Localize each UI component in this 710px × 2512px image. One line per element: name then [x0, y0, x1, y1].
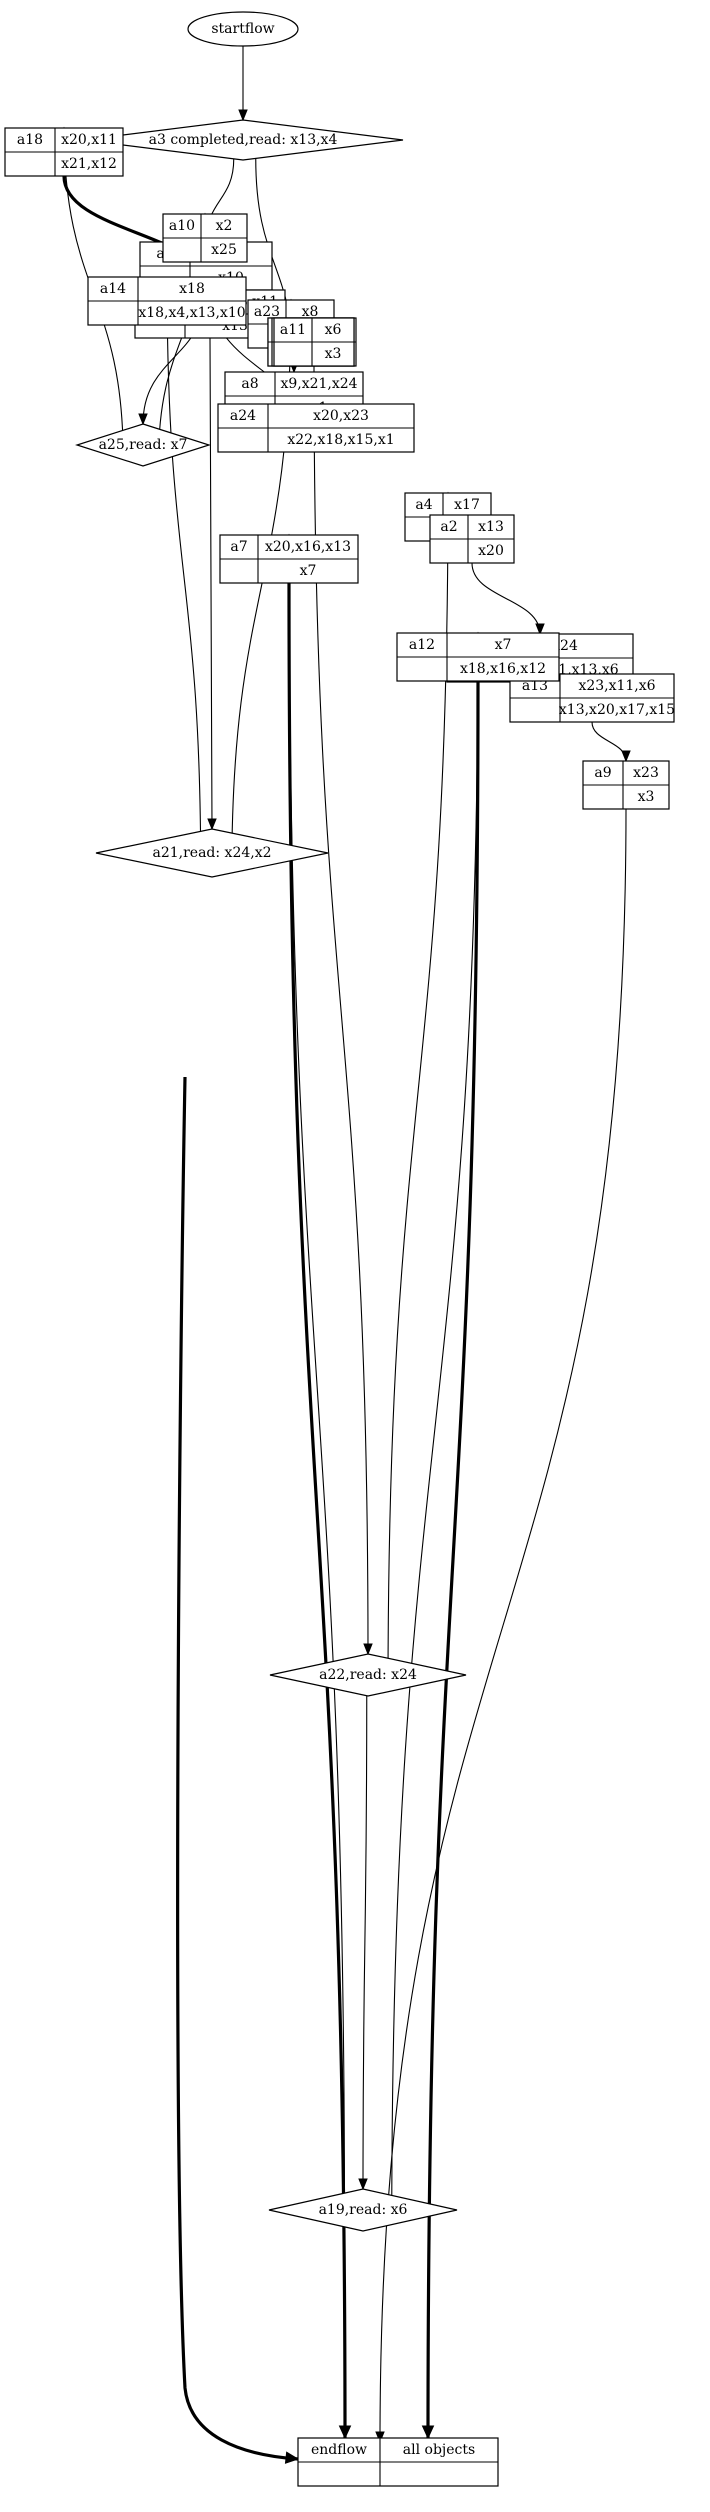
arrowhead-a2-to-a16 [535, 623, 545, 636]
arrowhead-a13-to-a9 [621, 750, 631, 763]
record-bottom-value: x18,x16,x12 [460, 661, 546, 677]
edge-a5-to-d3 [209, 337, 213, 830]
decision-diamond [95, 828, 329, 878]
record-name: a7 [230, 539, 247, 555]
record-a2: a2 x13 x20 [429, 514, 515, 564]
arrowhead-start-to-d1 [238, 109, 248, 122]
record-top-value: x23,x11,x6 [578, 678, 655, 694]
record-bottom-value: x18,x4,x13,x10 [138, 305, 245, 321]
record-top-value: all objects [403, 2442, 475, 2458]
edge-d5-to-a12 [391, 632, 479, 2225]
record-name: a23 [254, 304, 280, 320]
record-bottom-value: x25 [211, 242, 237, 258]
record-name: a10 [169, 218, 195, 234]
edge-a12-to-end [426, 680, 480, 2439]
record-a18: a18 x20,x11 x21,x12 [4, 127, 124, 177]
record-top-value: x8 [302, 304, 319, 320]
decision-label: a3 completed,read: x13,x4 [149, 132, 338, 148]
record-top-value: x18 [179, 281, 205, 297]
edge-d5-to-a7 [288, 534, 346, 2227]
decision-d4: a22,read: x24 [269, 1653, 467, 1697]
start-node: startflow [187, 11, 299, 47]
decision-diamond [268, 2188, 458, 2232]
record-bottom-value: x13,x20,x17,x15 [559, 702, 675, 718]
record-a12: a12 x7 x18,x16,x12 [396, 632, 560, 682]
decision-label: a22,read: x24 [319, 1667, 417, 1683]
arrowhead-a7-to-end [338, 2425, 352, 2440]
edge-a11-to-d4 [313, 365, 369, 1655]
decision-label: a25,read: x7 [99, 437, 188, 453]
decision-diamond [82, 119, 404, 161]
arrowhead-a1-to-d2 [138, 413, 148, 426]
edge-a9-to-end [379, 808, 627, 2443]
record-name: a9 [594, 765, 611, 781]
arrowhead-d4-to-d5 [358, 2178, 368, 2191]
record-top-value: x6 [325, 322, 342, 338]
record-name: a13 [522, 678, 548, 694]
record-bottom-value: x7 [300, 563, 317, 579]
arrowhead-a9-to-end [375, 2431, 385, 2444]
record-a11: a11 x6 x3 [273, 317, 355, 367]
record-bottom-value: x20 [478, 543, 504, 559]
record-name: a24 [230, 408, 256, 424]
record-top-value: x9,x21,x24 [280, 376, 357, 392]
record-top-value: x7 [495, 637, 512, 653]
record-a13: a13 x23,x11,x6 x13,x20,x17,x15 [509, 673, 675, 723]
record-bottom-value: x22,x18,x15,x1 [287, 432, 394, 448]
record-top-value: x20,x11 [61, 132, 117, 148]
record-name: a8 [241, 376, 258, 392]
record-name: a11 [280, 322, 306, 338]
arrowhead-a14-to-end [284, 2451, 300, 2464]
decision-diamond [269, 1653, 467, 1697]
edge-d4-to-d5 [362, 1695, 368, 2190]
record-bottom-value: x3 [325, 346, 342, 362]
record-name: a18 [17, 132, 43, 148]
record-top-value: x20,x16,x13 [265, 539, 351, 555]
edge-d3-to-a14 [166, 276, 202, 875]
record-name: a2 [440, 519, 457, 535]
end-node: endflow all objects [297, 2437, 499, 2487]
edge-a14-to-end [176, 1076, 299, 2461]
record-name: a14 [100, 281, 126, 297]
record-name: a12 [409, 637, 435, 653]
record-top-value: x13 [478, 519, 504, 535]
start-ellipse [187, 11, 299, 47]
edge-d4-to-a4 [387, 492, 449, 1692]
record-name: a4 [415, 497, 432, 513]
record-name: endflow [311, 2442, 367, 2458]
decision-d5: a19,read: x6 [268, 2188, 458, 2232]
decision-label: a19,read: x6 [319, 2202, 408, 2218]
record-top-value: x20,x23 [313, 408, 369, 424]
record-top-value: x17 [454, 497, 480, 513]
decision-d3: a21,read: x24,x2 [95, 828, 329, 878]
record-a14: a14 x18 x18,x4,x13,x10 [87, 276, 247, 326]
record-a24: a24 x20,x23 x22,x18,x15,x1 [217, 403, 415, 453]
decision-diamond [75, 423, 211, 467]
start-label: startflow [211, 21, 274, 37]
record-a9: a9 x23 x3 [582, 760, 670, 810]
arrowhead-a5-to-d3 [207, 818, 217, 831]
decision-d1: a3 completed,read: x13,x4 [82, 119, 404, 161]
decision-label: a21,read: x24,x2 [152, 845, 271, 861]
decision-d2: a25,read: x7 [75, 423, 211, 467]
record-a10: a10 x2 x25 [162, 213, 248, 263]
record-bottom-value: x21,x12 [61, 156, 117, 172]
record-bottom-value: x3 [638, 789, 655, 805]
edge-a2-to-a16 [471, 562, 541, 635]
nodes-layer: startflow a3 completed,read: x13,x4 a25,re… [4, 11, 675, 2487]
record-a7: a7 x20,x16,x13 x7 [219, 534, 359, 584]
record-top-value: x2 [216, 218, 233, 234]
arrowhead-a11-to-d4 [363, 1643, 373, 1656]
edge-a7-to-end [287, 582, 347, 2439]
arrowhead-a12-to-end [421, 2425, 435, 2440]
edge-a13-to-a9 [591, 721, 627, 762]
record-top-value: x23 [633, 765, 659, 781]
